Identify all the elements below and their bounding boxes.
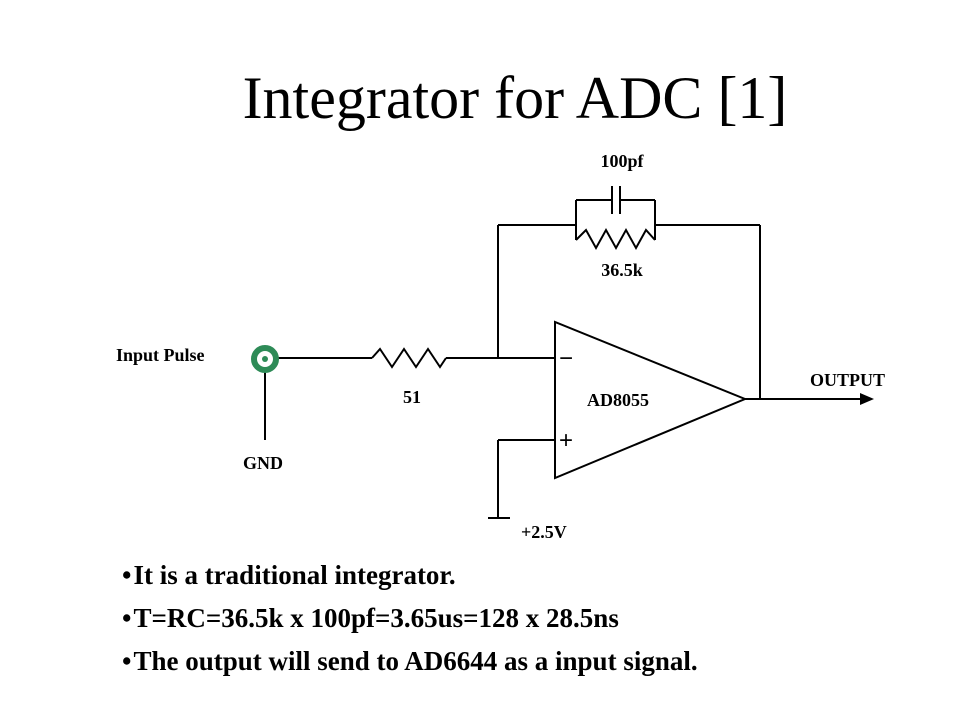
feedback-resistor-label: 36.5k [601,260,643,280]
slide-title: Integrator for ADC [1] [242,65,788,131]
input-resistor-label: 51 [403,387,421,407]
bullet-item: It is a traditional integrator. [122,562,698,589]
opamp-label: AD8055 [587,390,649,410]
opamp-triangle [554,320,748,480]
ref-voltage-label: +2.5V [521,522,567,542]
bullet-item: The output will send to AD6644 as a inpu… [122,648,697,675]
feedback-resistor [575,227,656,251]
gnd-label: GND [243,453,283,473]
input-pulse-label: Input Pulse [116,345,205,365]
input-connector-pin-icon [262,356,268,362]
noninverting-input-sign: + [559,427,573,454]
output-arrow-icon [860,393,874,405]
bullet-item: T=RC=36.5k x 100pf=3.65us=128 x 28.5ns [122,605,698,632]
input-resistor [371,347,447,369]
output-label: OUTPUT [810,370,885,390]
bullet-list: It is a traditional integrator. T=RC=36.… [122,562,698,691]
capacitor-label: 100pf [600,151,644,171]
inverting-input-sign: − [559,345,573,372]
